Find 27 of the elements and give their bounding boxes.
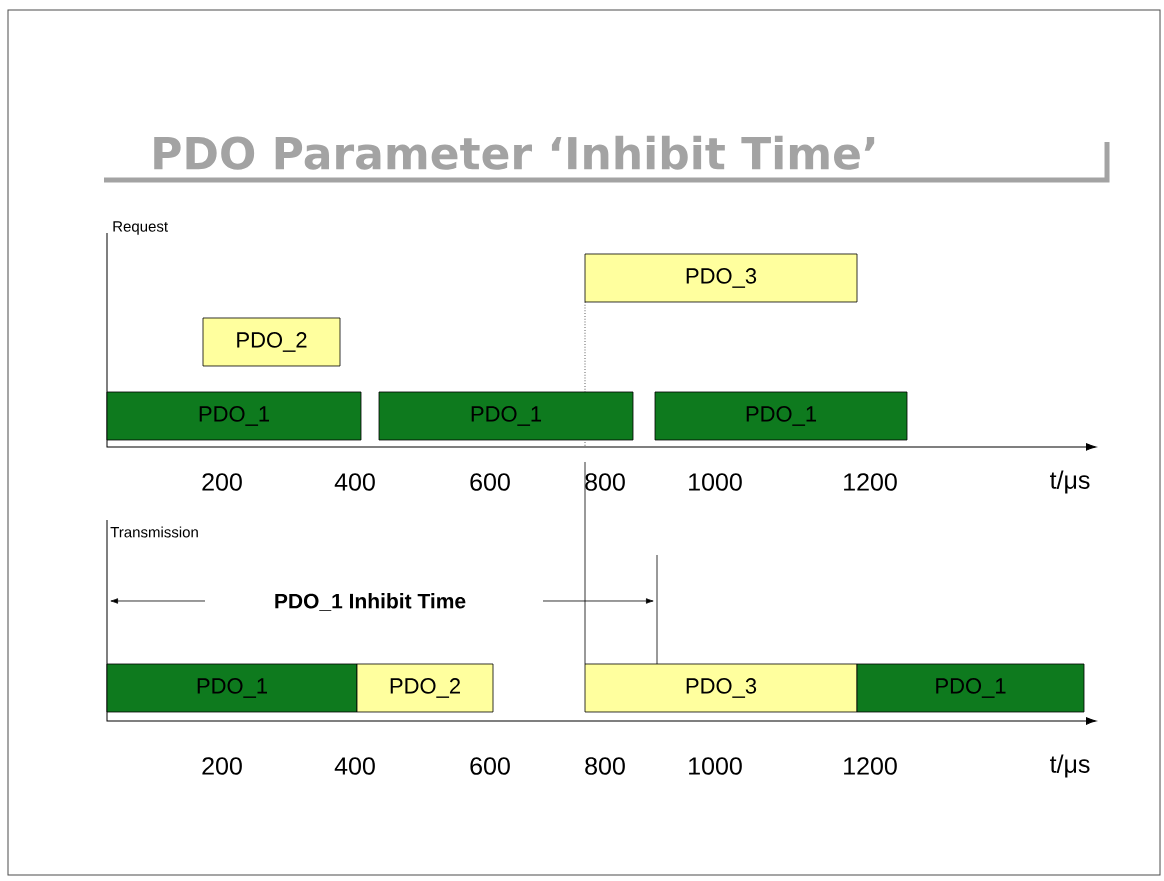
tick-label: 800 xyxy=(585,473,625,491)
message-block: PDO_2 xyxy=(202,317,341,367)
tick-label: 600 xyxy=(470,473,510,491)
tick-label: 600 xyxy=(470,757,510,775)
tick-label: 1000 xyxy=(689,757,742,775)
tick-label: 200 xyxy=(202,473,242,491)
tick-label: t/μs xyxy=(1050,754,1090,778)
tick-label: 1200 xyxy=(844,473,897,491)
message-block: PDO_1 xyxy=(106,663,358,713)
message-block: PDO_3 xyxy=(584,663,858,713)
message-block: PDO_1 xyxy=(106,391,362,441)
dimension-label: PDO_1 Inhibit Time xyxy=(275,593,466,611)
tick-label: 400 xyxy=(334,473,375,491)
axis-label: Request xyxy=(113,221,168,235)
tick-label: 400 xyxy=(334,757,375,775)
message-block: PDO_1 xyxy=(654,391,908,441)
tick-label: 800 xyxy=(585,757,625,775)
message-block: PDO_1 xyxy=(378,391,634,441)
title: PDO Parameter ‘Inhibit Time’ xyxy=(154,135,875,170)
axis-label: Transmission xyxy=(110,526,198,538)
tick-label: 200 xyxy=(202,757,242,775)
tick-label: 1000 xyxy=(689,473,742,491)
tick-label: t/μs xyxy=(1050,470,1090,494)
message-block: PDO_3 xyxy=(584,253,858,303)
tick-label: 1200 xyxy=(844,757,897,775)
message-block: PDO_1 xyxy=(856,663,1085,713)
message-block: PDO_2 xyxy=(356,663,494,713)
